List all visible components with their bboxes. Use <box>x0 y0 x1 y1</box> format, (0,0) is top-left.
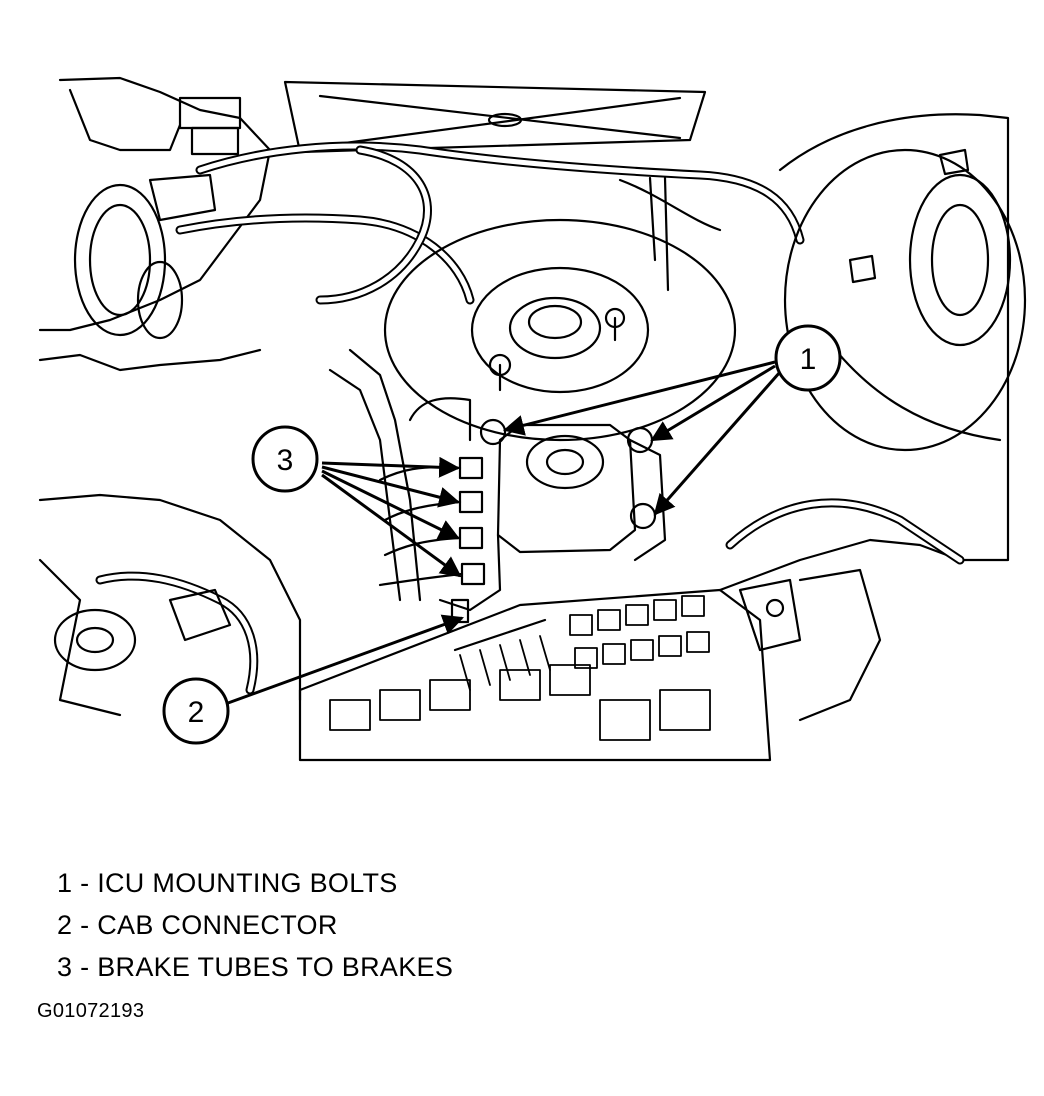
svg-text:1: 1 <box>800 343 817 376</box>
legend-item-icu-mounting-bolts: 1 - ICU MOUNTING BOLTS <box>57 868 398 898</box>
line-art <box>38 76 1027 762</box>
callout-2: 2 <box>162 677 230 745</box>
legend-item-cab-connector: 2 - CAB CONNECTOR <box>57 910 338 940</box>
figure-id: G01072193 <box>37 1000 145 1022</box>
svg-text:2: 2 <box>188 696 205 729</box>
engine-compartment-illustration: 1 2 3 <box>38 76 1027 762</box>
callout-3: 3 <box>251 425 319 493</box>
legend-item-brake-tubes: 3 - BRAKE TUBES TO BRAKES <box>57 952 454 982</box>
legend: 1 - ICU MOUNTING BOLTS 2 - CAB CONNECTOR… <box>57 862 453 988</box>
callout-1: 1 <box>774 324 842 392</box>
callout-arrows <box>227 360 782 705</box>
svg-text:3: 3 <box>277 444 294 477</box>
